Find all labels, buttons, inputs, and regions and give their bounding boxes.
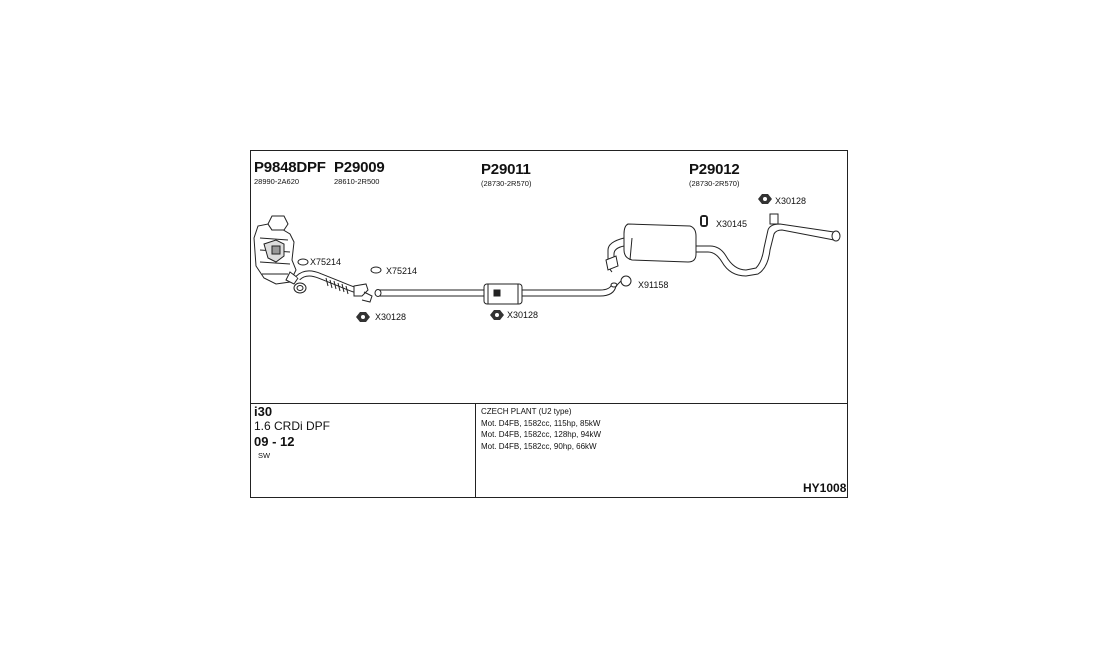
- fitting-label-x30128-b: X30128: [507, 310, 539, 320]
- front-pipe-part: [293, 270, 373, 303]
- fitting-label-x75214-a: X75214: [310, 257, 342, 267]
- rubber-mount-icon: [758, 194, 772, 204]
- rear-muffler-part: [605, 213, 841, 277]
- fitting-label-x30128-c: X30128: [775, 196, 807, 206]
- exhaust-drawing: [253, 194, 841, 322]
- divider-vertical: [475, 403, 476, 498]
- diagram-code: HY1008: [803, 481, 847, 495]
- fitting-label-x75214-b: X75214: [386, 266, 418, 276]
- fitting-label-x30145: X30145: [716, 219, 748, 229]
- fitting-label-x91158: X91158: [638, 280, 669, 290]
- rubber-hanger-icon: [700, 215, 708, 227]
- part-number-front-pipe: P29009: [334, 159, 385, 176]
- oe-number-front-pipe: 28610-2R500: [334, 177, 380, 186]
- rubber-mount-icon: [356, 312, 370, 322]
- diagram-frame: [250, 150, 848, 498]
- engine-line: Mot. D4FB, 1582cc, 90hp, 66kW: [481, 441, 597, 451]
- engine-line: Mot. D4FB, 1582cc, 115hp, 85kW: [481, 418, 601, 428]
- rubber-mount-icon: [490, 310, 504, 320]
- engine-plant: CZECH PLANT (U2 type): [481, 407, 572, 416]
- part-number-middle-pipe: P29011: [481, 161, 531, 178]
- middle-pipe-part: [374, 282, 618, 305]
- vehicle-info: i30 1.6 CRDi DPF 09 - 12 SW: [254, 404, 330, 460]
- fitting-label-x30128-a: X30128: [375, 312, 407, 322]
- clamp-icon: [615, 275, 632, 287]
- engine-line: Mot. D4FB, 1582cc, 128hp, 94kW: [481, 430, 602, 439]
- gasket-icon: [297, 258, 309, 266]
- part-number-rear-muffler: P29012: [689, 161, 740, 178]
- vehicle-engine: 1.6 CRDi DPF: [254, 419, 331, 433]
- oe-number-dpf: 28990-2A620: [254, 177, 300, 186]
- vehicle-model: i30: [254, 404, 273, 419]
- dpf-catalyst-part: [253, 215, 299, 285]
- vehicle-body: SW: [258, 451, 271, 460]
- divider-horizontal: [251, 403, 847, 404]
- oe-number-rear-muffler: (28730-2R570): [689, 179, 740, 188]
- vehicle-years: 09 - 12: [254, 434, 295, 449]
- gasket-icon: [370, 266, 382, 274]
- engine-info: CZECH PLANT (U2 type) Mot. D4FB, 1582cc,…: [481, 406, 601, 452]
- part-number-dpf: P9848DPF: [254, 159, 326, 176]
- oe-number-middle-pipe: (28730-2R570): [481, 179, 532, 188]
